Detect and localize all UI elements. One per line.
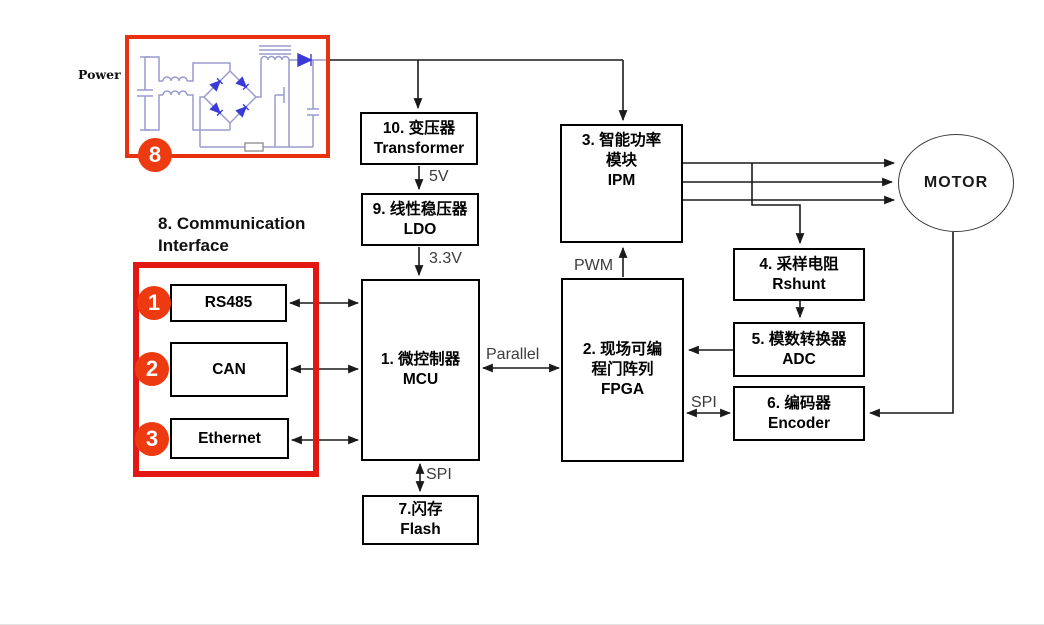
comm-title-line2: Interface [158, 236, 229, 255]
badge-3: 3 [135, 422, 169, 456]
output-diode [297, 52, 313, 68]
transformer-line2: Transformer [373, 139, 465, 157]
label-pwm: PWM [574, 257, 614, 274]
block-encoder: 6. 编码器 Encoder [733, 386, 865, 441]
bridge-rectifier [202, 69, 258, 125]
block-rs485: RS485 [170, 284, 287, 322]
transformer-coil [260, 55, 290, 61]
phase-to-rshunt-arrow [751, 163, 805, 245]
ipm-line3: IPM [607, 171, 636, 189]
motor-label: MOTOR [923, 174, 989, 191]
mcu-line2: MCU [402, 371, 439, 388]
fpga-line2: 程门阵列 [591, 361, 654, 379]
block-motor: MOTOR [898, 134, 1014, 232]
label-3v3: 3.3V [429, 250, 462, 267]
input-capacitor [137, 89, 153, 97]
mosfet [274, 60, 290, 147]
ldo-line1: 9. 线性稳压器 [372, 200, 468, 218]
block-fpga: 2. 现场可编 程门阵列 FPGA [561, 278, 684, 462]
block-can: CAN [170, 342, 288, 397]
block-ipm: 3. 智能功率 模块 IPM [560, 124, 683, 243]
ipm-line2: 模块 [605, 151, 637, 169]
ipm-line1: 3. 智能功率 [581, 132, 662, 149]
badge-2: 2 [135, 352, 169, 386]
feedback-resistor [244, 142, 264, 152]
power-circuit-schematic [137, 45, 330, 152]
badge-1: 1 [137, 286, 171, 320]
label-spi-flash: SPI [426, 466, 452, 483]
block-mcu: 1. 微控制器 MCU [361, 279, 480, 461]
ethernet-label: Ethernet [198, 429, 261, 447]
adc-line1: 5. 模数转换器 [751, 330, 847, 348]
encoder-line2: Encoder [767, 414, 830, 432]
fpga-line3: FPGA [600, 380, 645, 398]
choke-winding-bottom [162, 90, 188, 96]
block-ethernet: Ethernet [170, 418, 289, 459]
can-label: CAN [212, 360, 246, 378]
badge-8: 8 [138, 138, 172, 172]
transformer-line1: 10. 变压器 [382, 119, 456, 137]
rshunt-line2: Rshunt [772, 275, 826, 293]
block-transformer: 10. 变压器 Transformer [360, 112, 478, 165]
block-ldo: 9. 线性稳压器 LDO [361, 193, 479, 246]
power-label: Power [78, 67, 121, 82]
output-capacitor [307, 60, 319, 147]
rs485-label: RS485 [204, 294, 253, 312]
power-supply-frame [125, 35, 330, 158]
encoder-line1: 6. 编码器 [767, 394, 831, 412]
mcu-line1: 1. 微控制器 [380, 351, 461, 369]
adc-line2: ADC [782, 350, 816, 368]
rshunt-line1: 4. 采样电阻 [759, 255, 839, 273]
label-5v: 5V [429, 168, 449, 185]
block-adc: 5. 模数转换器 ADC [733, 322, 865, 377]
block-flash: 7.闪存 Flash [362, 495, 479, 545]
choke-winding-top [162, 76, 188, 82]
flash-line1: 7.闪存 [398, 501, 443, 519]
transformer-core [259, 45, 291, 55]
flash-line2: Flash [400, 521, 441, 538]
ldo-line2: LDO [403, 220, 437, 238]
comm-interface-title: 8. Communication Interface [158, 213, 305, 257]
comm-title-line1: 8. Communication [158, 214, 306, 233]
label-spi-encoder: SPI [691, 394, 717, 411]
fpga-line1: 2. 现场可编 [582, 341, 663, 359]
motor-to-encoder-arrow [868, 232, 954, 418]
bridge-diodes [209, 76, 250, 118]
label-parallel: Parallel [486, 346, 540, 363]
block-rshunt: 4. 采样电阻 Rshunt [733, 248, 865, 301]
